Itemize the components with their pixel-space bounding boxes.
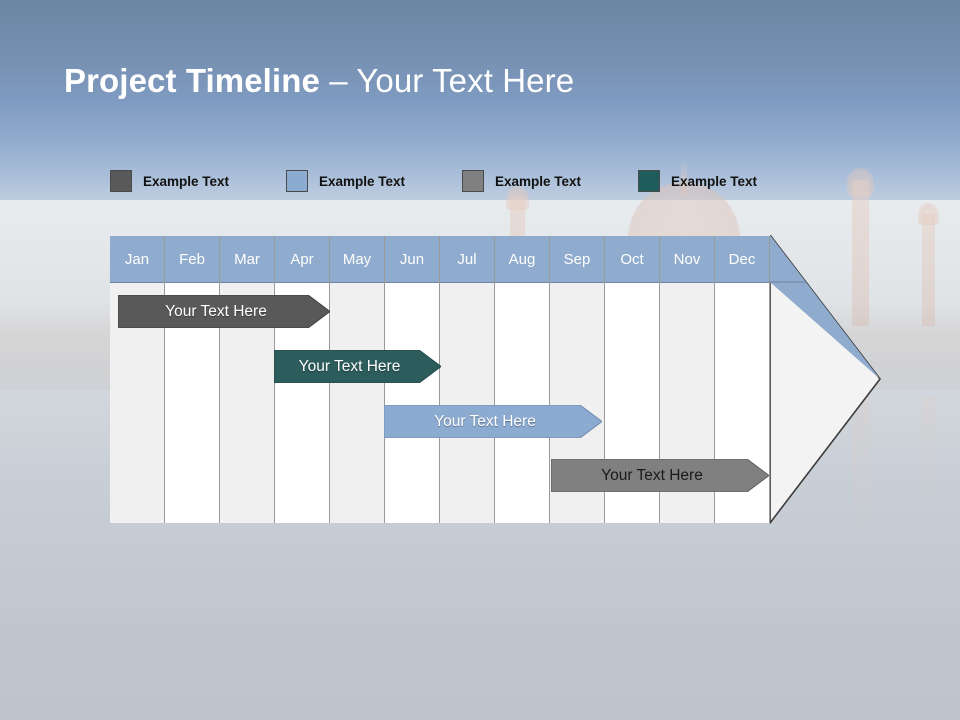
task-bar-label-4: Your Text Here bbox=[601, 466, 703, 484]
month-column-jul[interactable]: Jul bbox=[440, 236, 495, 523]
month-header-jan: Jan bbox=[110, 236, 164, 283]
month-header-may: May bbox=[330, 236, 384, 283]
month-header-aug: Aug bbox=[495, 236, 549, 283]
task-bar-1[interactable]: Your Text Here bbox=[118, 295, 330, 328]
legend-swatch-icon-2 bbox=[286, 170, 308, 192]
legend-label-3: Example Text bbox=[495, 173, 582, 189]
water-reflection-minaret-far bbox=[922, 396, 935, 506]
month-header-jul: Jul bbox=[440, 236, 494, 283]
minaret-cap-left-icon bbox=[506, 186, 529, 210]
slide-title: Project Timeline – Your Text Here bbox=[64, 58, 894, 103]
water-reflection-minaret-right bbox=[852, 396, 870, 546]
legend-label-2: Example Text bbox=[319, 173, 406, 189]
month-header-oct: Oct bbox=[605, 236, 659, 283]
legend-item-3[interactable]: Example Text bbox=[462, 170, 581, 192]
legend-swatch-icon-3 bbox=[462, 170, 484, 192]
month-header-mar: Mar bbox=[220, 236, 274, 283]
task-bar-label-3: Your Text Here bbox=[434, 412, 536, 430]
legend-item-1[interactable]: Example Text bbox=[110, 170, 229, 192]
month-header-sep: Sep bbox=[550, 236, 604, 283]
month-column-aug[interactable]: Aug bbox=[495, 236, 550, 523]
month-header-apr: Apr bbox=[275, 236, 329, 283]
minaret-cap-right-icon bbox=[847, 168, 874, 196]
legend-item-4[interactable]: Example Text bbox=[638, 170, 757, 192]
month-header-feb: Feb bbox=[165, 236, 219, 283]
month-header-jun: Jun bbox=[385, 236, 439, 283]
legend-swatch-icon-4 bbox=[638, 170, 660, 192]
month-header-dec: Dec bbox=[715, 236, 769, 283]
slide-title-regular: – Your Text Here bbox=[319, 62, 575, 99]
slide-title-bold: Project Timeline bbox=[64, 62, 320, 99]
task-bar-3[interactable]: Your Text Here bbox=[384, 405, 602, 438]
task-bar-2[interactable]: Your Text Here bbox=[274, 350, 441, 383]
task-bar-label-1: Your Text Here bbox=[165, 302, 267, 320]
taj-mahal-spire-icon bbox=[681, 160, 687, 194]
taj-mahal-minaret-far-right-icon bbox=[922, 214, 935, 326]
legend-label-4: Example Text bbox=[671, 173, 758, 189]
taj-mahal-minaret-right-icon bbox=[852, 180, 869, 326]
month-header-nov: Nov bbox=[660, 236, 714, 283]
minaret-cap-far-right-icon bbox=[918, 203, 939, 225]
month-column-mar[interactable]: Mar bbox=[220, 236, 275, 523]
legend-label-1: Example Text bbox=[143, 173, 230, 189]
task-bar-label-2: Your Text Here bbox=[298, 357, 401, 375]
month-column-feb[interactable]: Feb bbox=[165, 236, 220, 523]
legend-swatch-icon-1 bbox=[110, 170, 132, 192]
task-bar-4[interactable]: Your Text Here bbox=[551, 459, 769, 492]
timeline-arrowhead bbox=[770, 235, 882, 524]
month-column-jan[interactable]: Jan bbox=[110, 236, 165, 523]
legend-item-2[interactable]: Example Text bbox=[286, 170, 405, 192]
